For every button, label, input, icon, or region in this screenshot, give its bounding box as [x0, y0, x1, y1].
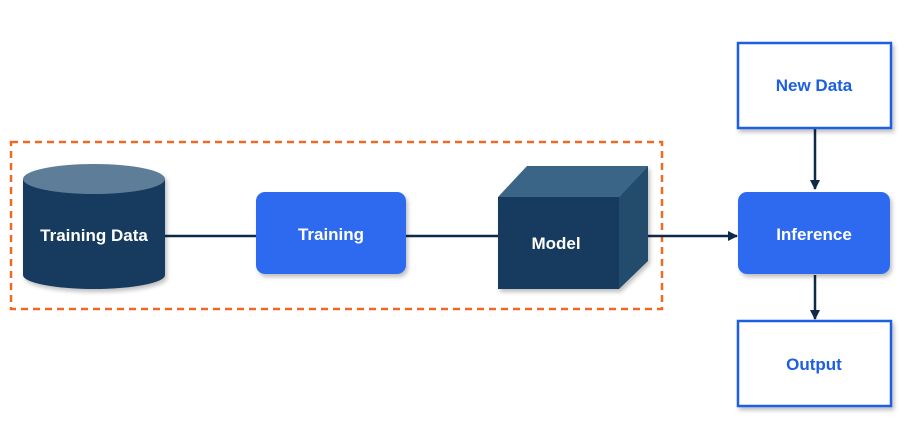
cube-side-face — [619, 166, 648, 289]
training-label: Training — [298, 225, 364, 244]
new-data-node: New Data — [736, 41, 893, 130]
output-label: Output — [786, 355, 842, 374]
cylinder-top — [23, 164, 165, 194]
training-data-node: Training Data — [23, 164, 165, 289]
database-cylinder-icon — [23, 179, 165, 289]
model-label: Model — [531, 234, 580, 253]
inference-label: Inference — [776, 225, 852, 244]
training-group-dashed-border — [9, 140, 664, 311]
output-box — [736, 319, 893, 408]
training-box — [256, 192, 406, 274]
inference-box — [738, 192, 890, 274]
new-data-label: New Data — [776, 76, 853, 95]
training-node: Training — [256, 192, 406, 274]
inference-node: Inference — [738, 192, 890, 274]
cube-front-face — [498, 197, 619, 289]
training-data-label: Training Data — [40, 226, 148, 245]
cube-top-face — [498, 166, 648, 197]
model-node: Model — [498, 166, 648, 289]
output-node: Output — [736, 319, 893, 408]
new-data-box — [736, 41, 893, 130]
